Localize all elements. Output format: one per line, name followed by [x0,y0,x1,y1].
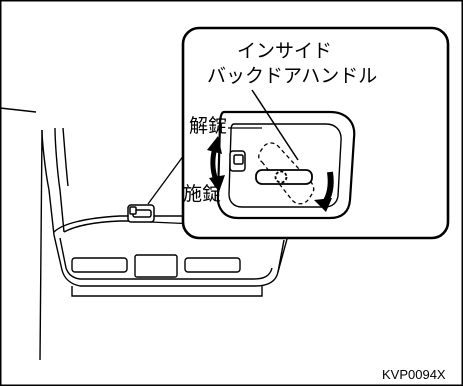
callout-label-line1: インサイド [237,40,332,62]
lock-knob [229,150,246,172]
handle-lever [255,169,313,185]
callout-leader-line [251,89,299,161]
figure-code: KVP0094X [382,367,446,382]
lock-label: 施錠 [183,183,221,205]
pull-arrow-icon [314,171,334,212]
lock-unlock-arrow-icon [207,136,225,192]
callout-label-line2: バックドアハンドル [207,65,377,87]
handle-on-door [127,204,155,223]
back-door-outline [0,107,291,361]
unlock-label: 解錠 [189,115,227,137]
